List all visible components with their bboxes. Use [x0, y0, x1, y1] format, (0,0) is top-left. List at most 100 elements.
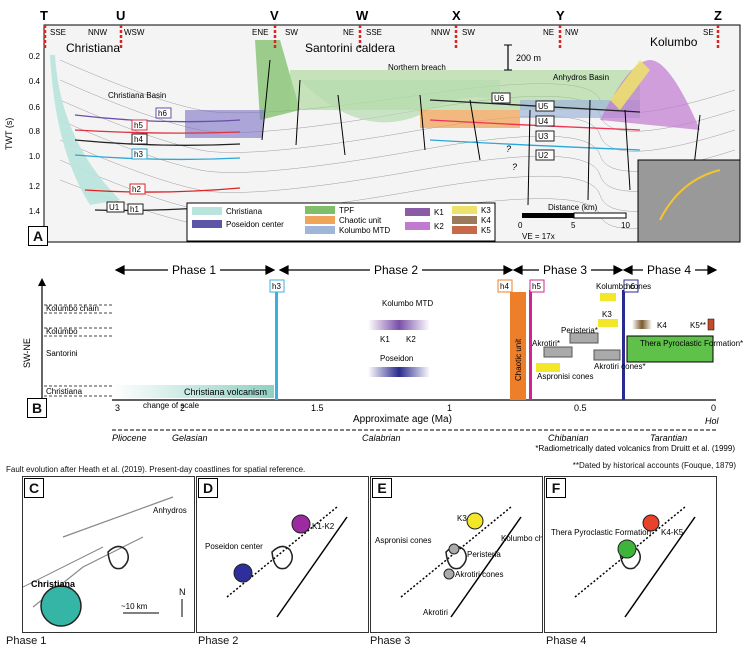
- kolumbo-mtd-label: Kolumbo MTD: [382, 299, 433, 308]
- profile-letter-w: W: [356, 8, 369, 23]
- unit-u4: U4: [538, 117, 549, 126]
- seismic-profile-panel: T U V W X Y Z SSE NNW WSW ENE SW NE SSE …: [4, 8, 741, 243]
- k4-bar: [632, 320, 652, 329]
- label-kolumbo-chain: Kolumbo chain: [501, 534, 542, 543]
- y-category: Christiana: [46, 387, 83, 396]
- horizon-h4: h4: [134, 135, 143, 144]
- panel-letter-e: E: [372, 478, 392, 498]
- legend-poseidon: Poseidon center: [226, 220, 284, 229]
- y-tick: 0.2: [29, 52, 41, 61]
- peristeria-bar: [569, 332, 599, 344]
- k3-unit: [610, 60, 650, 110]
- distance-tick: 10: [621, 221, 630, 230]
- label-anhydros: Anhydros: [153, 506, 187, 515]
- y-tick: 0.6: [29, 103, 41, 112]
- legend-k1: K1: [434, 208, 444, 217]
- x-axis-label: Approximate age (Ma): [353, 414, 452, 425]
- question-mark: ?: [506, 144, 511, 154]
- phase-3-label: Phase 3: [543, 263, 587, 277]
- horizon-h5: h5: [134, 121, 143, 130]
- x-tick: 0: [711, 403, 716, 413]
- epoch-label: Pliocene: [112, 433, 147, 443]
- region-kolumbo: Kolumbo: [650, 35, 698, 49]
- phase-2-label: Phase 2: [374, 263, 418, 277]
- kolumbo-cones-bar: [600, 293, 616, 301]
- direction-label: SE: [703, 28, 714, 37]
- label-christiana: Christiana: [31, 579, 76, 589]
- u-horizon-lines: [429, 99, 641, 113]
- x-tick: 2: [180, 403, 185, 413]
- direction-label: NE: [543, 28, 554, 37]
- x-tick: 3: [115, 403, 120, 413]
- direction-label: ENE: [252, 28, 268, 37]
- label-k3: K3: [457, 514, 467, 523]
- label-akrotiri: Akrotiri: [423, 608, 448, 617]
- poseidon-bar: [368, 367, 430, 377]
- direction-label: NNW: [88, 28, 108, 37]
- profile-letter-y: Y: [556, 8, 565, 23]
- k2-label: K2: [406, 335, 416, 344]
- map-panel-f: K4-K5 Thera Pyroclastic Formation: [544, 476, 717, 633]
- panel-letter-d: D: [198, 478, 218, 498]
- map-phase-1-label: Phase 1: [6, 635, 47, 647]
- akrotiri-bar: [543, 346, 573, 358]
- change-of-scale: change of scale: [143, 401, 200, 410]
- distance-label: Distance (km): [548, 203, 598, 212]
- map-phase-3-label: Phase 3: [370, 635, 411, 647]
- panel-letter-b: B: [27, 398, 47, 418]
- legend-box: [186, 202, 496, 242]
- footnote-historical: **Dated by historical accounts (Fouque, …: [572, 461, 736, 470]
- santorini-floor: [300, 80, 500, 123]
- y-tick: 0.4: [29, 77, 41, 86]
- epoch-label: Hol: [705, 416, 720, 426]
- maps-caption: Fault evolution after Heath et al. (2019…: [6, 465, 306, 474]
- map-panel-c: Christiana Anhydros ~10 km N: [22, 476, 195, 633]
- region-christiana-basin: Christiana Basin: [108, 91, 166, 100]
- map-phase-2-label: Phase 2: [198, 635, 239, 647]
- direction-label: NNW: [431, 28, 451, 37]
- epoch-label: Chibanian: [548, 433, 589, 443]
- horizon-h6-line: [74, 114, 241, 123]
- horizon-h3-line: [74, 154, 241, 161]
- vertical-scale-label: 200 m: [516, 53, 541, 63]
- unit-u1: U1: [109, 203, 120, 212]
- poseidon-label: Poseidon: [380, 354, 413, 363]
- scale-label: ~10 km: [121, 602, 148, 611]
- k5-label: K5**: [690, 321, 706, 330]
- label-akrotiri-cones: Akrotiri cones: [455, 570, 503, 579]
- k4-label: K4: [657, 321, 667, 330]
- phase-4-label: Phase 4: [647, 263, 691, 277]
- question-mark: ?: [512, 162, 517, 172]
- profile-letter-t: T: [40, 8, 48, 23]
- profile-letter-x: X: [452, 8, 461, 23]
- label-thera-pyroclastic: Thera Pyroclastic Formation: [551, 528, 651, 537]
- region-northern-breach: Northern breach: [388, 63, 446, 72]
- label-k4-k5: K4-K5: [661, 528, 684, 537]
- y-category: Kolumbo: [46, 327, 78, 336]
- legend-christiana: Christiana: [226, 207, 263, 216]
- direction-label: SSE: [366, 28, 382, 37]
- map-phase-4-label: Phase 4: [546, 635, 587, 647]
- akrotiri-label: Akrotiri*: [532, 339, 560, 348]
- region-anhydros-basin: Anhydros Basin: [553, 73, 609, 82]
- panel-letter-a: A: [28, 226, 48, 246]
- profile-letter-z: Z: [714, 8, 722, 23]
- label-peristeria: Peristeria: [467, 550, 501, 559]
- unit-u6: U6: [494, 94, 505, 103]
- epoch-label: Calabrian: [362, 433, 401, 443]
- legend-k4: K4: [481, 216, 491, 225]
- horizon-h5-line: [74, 129, 241, 134]
- direction-label: NW: [565, 28, 579, 37]
- profile-letter-v: V: [270, 8, 279, 23]
- y-tick: 0.8: [29, 127, 41, 136]
- y-axis-label: SW-NE: [22, 338, 32, 368]
- y-tick: 1.2: [29, 182, 41, 191]
- legend-k5: K5: [481, 226, 491, 235]
- k5-bar: [707, 318, 715, 331]
- thera-label: Thera Pyroclastic Formation*: [640, 339, 743, 348]
- region-santorini: Santorini caldera: [305, 41, 395, 55]
- location-inset-map: [637, 159, 741, 243]
- aspronisi-cones-bar: [536, 363, 560, 372]
- legend-k3: K3: [481, 206, 491, 215]
- x-tick: 1: [447, 403, 452, 413]
